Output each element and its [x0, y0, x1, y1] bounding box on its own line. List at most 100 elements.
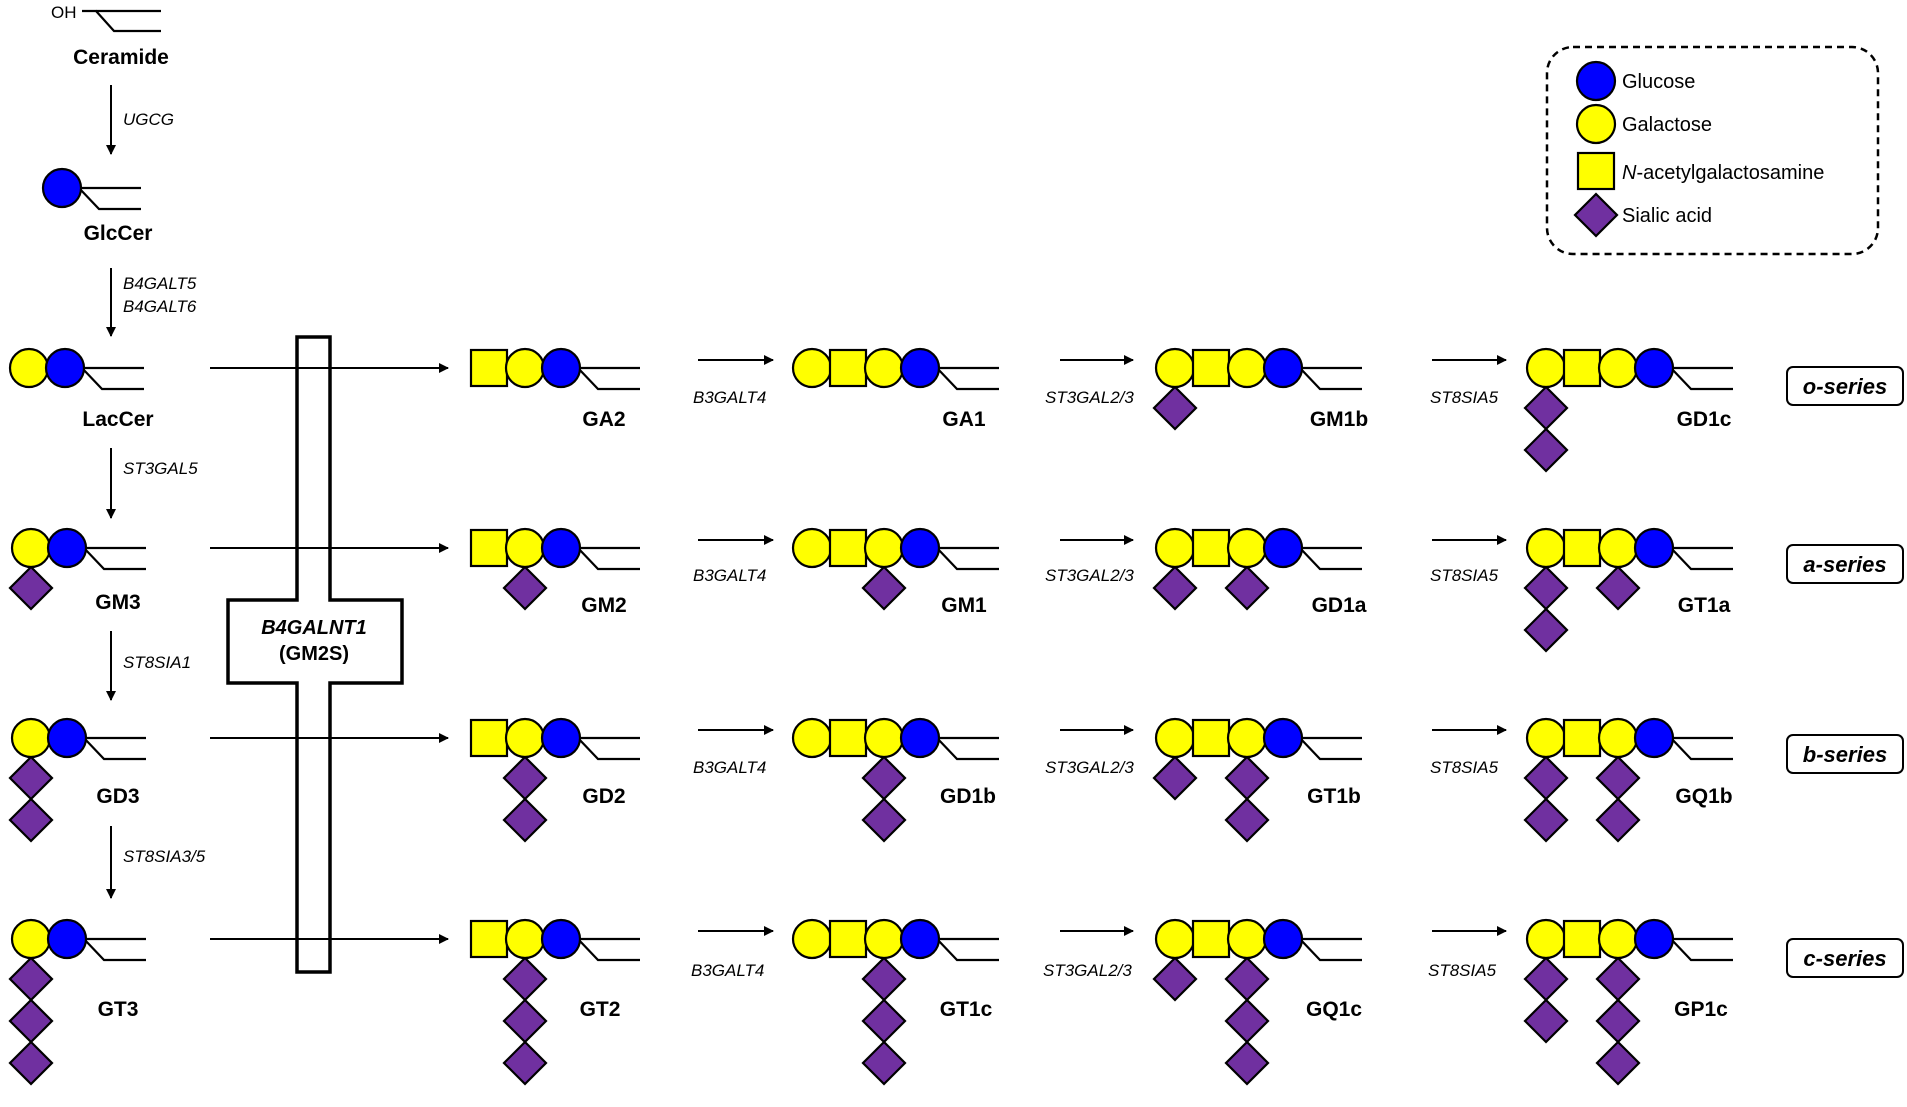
n-acetylgalactosamine-icon	[1576, 151, 1616, 191]
n-acetylgalactosamine-icon	[1562, 919, 1602, 959]
ceramide-tail	[577, 366, 640, 391]
sialic-acid-icon	[1152, 755, 1198, 801]
sialic-acid-icon	[8, 1040, 54, 1086]
galactose-icon	[10, 527, 52, 569]
product-ga2-name: GA2	[582, 408, 625, 431]
ceramide-tail	[1670, 546, 1733, 571]
ceramide-tail	[1670, 937, 1733, 962]
legend-label-n-acetylgalactosamine: N-acetylgalactosamine	[1622, 162, 1824, 184]
product-gm1b-name: GM1b	[1310, 408, 1368, 431]
sialic-acid-icon	[8, 998, 54, 1044]
glucose-icon	[1575, 60, 1617, 102]
galactose-icon	[504, 347, 546, 389]
product-gm2-name: GM2	[581, 594, 627, 617]
n-acetylgalactosamine-icon	[828, 919, 868, 959]
sialic-acid-icon	[1224, 797, 1270, 843]
product-ga1-name: GA1	[942, 408, 986, 431]
galactose-icon	[791, 527, 833, 569]
enzyme-st8sia35: ST8SIA3/5	[123, 847, 206, 866]
ceramide-tail	[936, 366, 999, 391]
glucose-icon	[899, 347, 941, 389]
row-o-enzymes: B3GALT4 ST3GAL2/3 ST8SIA5	[693, 388, 1499, 407]
sialic-acid-icon	[8, 565, 54, 611]
row-b-labels: GD2 GD1b GT1b GQ1b	[582, 785, 1732, 808]
glucose-icon	[540, 918, 582, 960]
galactose-icon	[1597, 527, 1639, 569]
n-acetylgalactosamine-icon	[1191, 919, 1231, 959]
galactose-icon	[504, 717, 546, 759]
row-c-enzyme-st3gal23: ST3GAL2/3	[1043, 961, 1132, 980]
galactose-icon	[791, 918, 833, 960]
left-column-arrows: UGCG B4GALT5 B4GALT6 ST3GAL5 ST8SIA1 ST8…	[106, 85, 206, 899]
glucose-icon	[899, 527, 941, 569]
precursor-gt3-name: GT3	[98, 998, 139, 1021]
galactose-icon	[1525, 717, 1567, 759]
row-b-enzyme-st8sia5: ST8SIA5	[1430, 758, 1499, 777]
n-acetylgalactosamine-icon	[469, 348, 509, 388]
product-gt1c-name: GT1c	[940, 998, 993, 1021]
product-gp1c-name: GP1c	[1674, 998, 1728, 1021]
sialic-acid-icon	[861, 998, 907, 1044]
gm1-structure	[791, 527, 999, 611]
galactose-icon	[1226, 918, 1268, 960]
galactose-icon	[1597, 717, 1639, 759]
ceramide-tail	[1299, 736, 1362, 761]
sialic-acid-icon	[1224, 956, 1270, 1002]
n-acetylgalactosamine-icon	[828, 718, 868, 758]
row-o-enzyme-st8sia5: ST8SIA5	[1430, 388, 1499, 407]
ceramide-tail	[936, 736, 999, 761]
sialic-acid-icon	[1595, 755, 1641, 801]
row-o-labels: GA2 GA1 GM1b GD1c	[582, 408, 1731, 431]
n-acetylgalactosamine-icon	[469, 919, 509, 959]
galactose-icon	[1154, 717, 1196, 759]
galactose-icon	[1525, 527, 1567, 569]
n-acetylgalactosamine-icon	[1191, 718, 1231, 758]
sialic-acid-icon	[502, 755, 548, 801]
product-gt1a-name: GT1a	[1678, 594, 1731, 617]
galactose-icon	[1154, 527, 1196, 569]
gq1c-structure	[1152, 918, 1362, 1086]
ceramide-tail	[83, 937, 146, 962]
series-label-c-text: c-series	[1803, 946, 1886, 971]
ceramide-tail	[1299, 366, 1362, 391]
row-b-enzyme-st3gal23: ST3GAL2/3	[1045, 758, 1134, 777]
legend-label-sialic-acid: Sialic acid	[1622, 205, 1712, 227]
glucose-icon	[1633, 918, 1675, 960]
galactose-icon	[791, 717, 833, 759]
galactose-icon	[863, 717, 905, 759]
galactose-icon	[10, 918, 52, 960]
gm2s-protein-label: (GM2S)	[279, 643, 349, 665]
sialic-acid-icon	[861, 797, 907, 843]
legend-label-galnac-rest: -acetylgalactosamine	[1636, 162, 1824, 184]
gm3-structure	[8, 527, 146, 611]
n-acetylgalactosamine-icon	[1562, 528, 1602, 568]
gd3-structure	[8, 717, 146, 843]
series-label-o: o-series	[1786, 366, 1904, 406]
n-acetylgalactosamine-icon	[828, 348, 868, 388]
glucose-icon	[44, 347, 86, 389]
sialic-acid-icon	[861, 565, 907, 611]
n-acetylgalactosamine-icon	[1562, 718, 1602, 758]
sialic-acid-icon	[1595, 956, 1641, 1002]
gm2s-gene-label: B4GALNT1	[261, 617, 367, 639]
galactose-icon	[863, 918, 905, 960]
galactose-icon	[1597, 918, 1639, 960]
galactose-icon	[10, 717, 52, 759]
ceramide-tail	[577, 546, 640, 571]
row-a-labels: GM2 GM1 GD1a GT1a	[581, 594, 1730, 617]
sialic-acid-icon	[1152, 565, 1198, 611]
glucose-icon	[46, 527, 88, 569]
row-c-enzymes: B3GALT4 ST3GAL2/3 ST8SIA5	[691, 961, 1497, 980]
glucose-icon	[540, 717, 582, 759]
galactose-icon	[1154, 918, 1196, 960]
product-gd1a-name: GD1a	[1312, 594, 1367, 617]
row-b-enzymes: B3GALT4 ST3GAL2/3 ST8SIA5	[693, 758, 1499, 777]
sialic-acid-icon	[1595, 1040, 1641, 1086]
row-c-labels: GT2 GT1c GQ1c GP1c	[580, 998, 1729, 1021]
ga1-structure	[791, 347, 999, 391]
galactose-icon	[8, 347, 50, 389]
glucose-icon	[1262, 347, 1304, 389]
galactose-icon	[1525, 918, 1567, 960]
ceramide-name: Ceramide	[73, 46, 169, 69]
